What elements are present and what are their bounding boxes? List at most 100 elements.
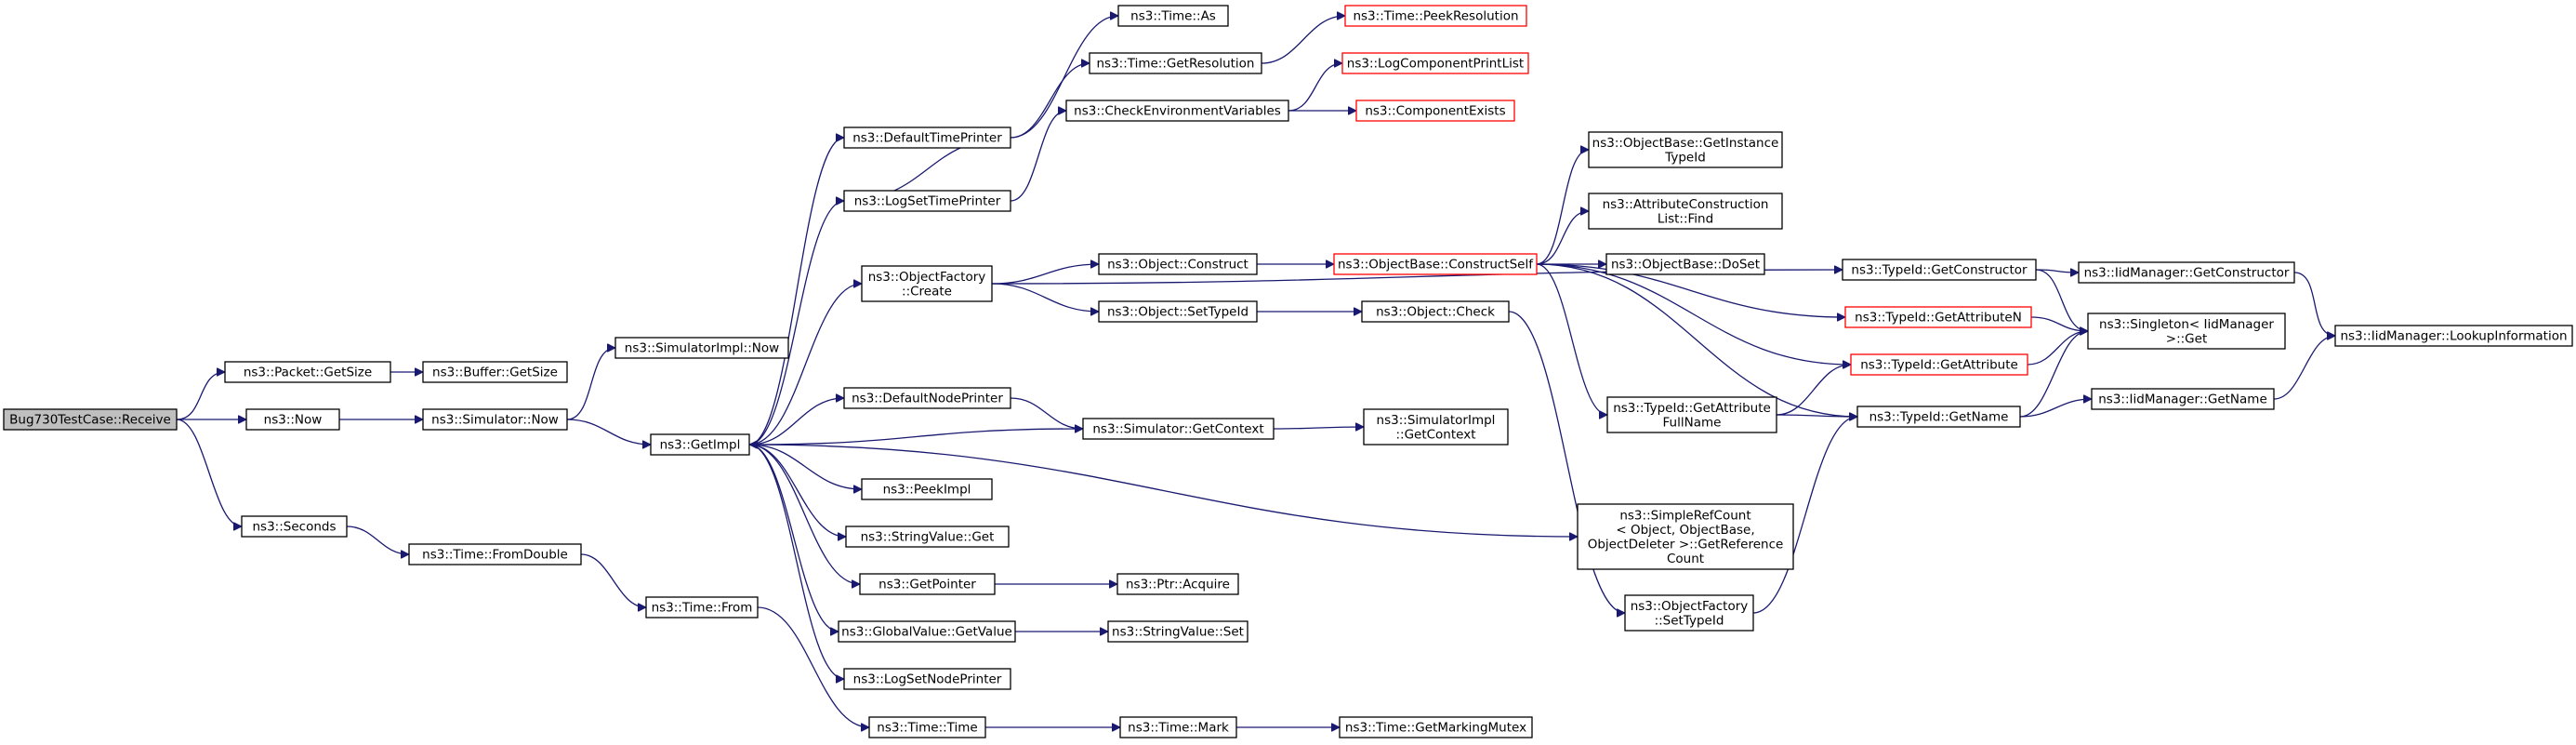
node-ns3-logcomponentprintlist[interactable]: ns3::LogComponentPrintList [1341, 52, 1529, 74]
node-box [845, 525, 1010, 548]
edge-n46-n49 [2019, 399, 2092, 418]
node-ns3-iidmanager-lookupinformation[interactable]: ns3::IidManager::LookupInformation [2334, 325, 2573, 347]
node-ns3-simplerefcount-object-objectbase-objectdeleter-getreferencecount[interactable]: ns3::SimpleRefCount< Object, ObjectBase,… [1577, 503, 1794, 570]
node-ns3-getimpl[interactable]: ns3::GetImpl [650, 433, 750, 456]
edge-n13-n25 [991, 283, 1099, 312]
node-box [1361, 300, 1510, 323]
node-ns3-simulatorimpl-getcontext[interactable]: ns3::SimulatorImpl::GetContext [1363, 408, 1509, 446]
edge-n7-n18 [748, 444, 839, 632]
node-ns3-componentexists[interactable]: ns3::ComponentExists [1355, 100, 1515, 122]
node-ns3-singleton-iidmanager-get[interactable]: ns3::Singleton< IidManager >::Get [2087, 313, 2286, 350]
node-ns3-objectbase-constructself[interactable]: ns3::ObjectBase::ConstructSelf [1333, 253, 1538, 275]
node-label: ns3::AttributeConstruction [1603, 197, 1769, 212]
node-ns3-simulator-now[interactable]: ns3::Simulator::Now [422, 408, 568, 431]
node-label: ns3::SimulatorImpl::Now [625, 341, 779, 356]
node-ns3-time-getmarkingmutex[interactable]: ns3::Time::GetMarkingMutex [1339, 716, 1533, 738]
node-ns3-getpointer[interactable]: ns3::GetPointer [859, 573, 996, 595]
node-label: ns3::ObjectFactory [868, 270, 986, 285]
node-label: ns3::GlobalValue::GetValue [841, 625, 1012, 640]
node-layer: Bug730TestCase::Receive ns3::Packet::GetS… [3, 5, 2573, 738]
node-ns3-typeid-getattribute[interactable]: ns3::TypeId::GetAttribute [1850, 353, 2028, 376]
node-ns3-iidmanager-getname[interactable]: ns3::IidManager::GetName [2091, 388, 2275, 410]
node-ns3-time-from[interactable]: ns3::Time::From [645, 596, 759, 619]
node-ns3-object-construct[interactable]: ns3::Object::Construct [1098, 253, 1258, 275]
node-label: ns3::IidManager::GetName [2098, 392, 2267, 407]
node-ns3-objectbase-doset[interactable]: ns3::ObjectBase::DoSet [1605, 253, 1765, 275]
node-box [1098, 253, 1258, 275]
node-ns3-checkenvironmentvariables[interactable]: ns3::CheckEnvironmentVariables [1065, 100, 1289, 122]
node-label: ns3::TypeId::GetConstructor [1851, 263, 2028, 278]
node-ns3-time-time[interactable]: ns3::Time::Time [868, 716, 986, 738]
edge-n13-n24 [991, 264, 1099, 285]
node-label: ns3::DefaultTimePrinter [852, 131, 1002, 146]
node-label: ns3::ObjectFactory [1631, 599, 1749, 614]
node-ns3-typeid-getconstructor[interactable]: ns3::TypeId::GetConstructor [1842, 259, 2037, 281]
node-ns3-stringvalue-get[interactable]: ns3::StringValue::Get [845, 525, 1010, 548]
node-ns3-now[interactable]: ns3::Now [245, 408, 340, 431]
node-label: ns3::TypeId::GetName [1869, 410, 2009, 425]
node-box [1082, 418, 1275, 440]
node-ns3-time-as[interactable]: ns3::Time::As [1117, 5, 1229, 27]
node-ns3-time-peekresolution[interactable]: ns3::Time::PeekResolution [1344, 5, 1527, 27]
edge-n42-n46 [1752, 417, 1857, 614]
node-box [2087, 313, 2286, 350]
node-ns3-defaultnodeprinter[interactable]: ns3::DefaultNodePrinter [843, 387, 1011, 409]
edge-n26-n35 [1273, 427, 1364, 429]
edge-n26-n7 [749, 428, 1084, 445]
node-label: ns3::TypeId::GetAttribute [1860, 358, 2018, 373]
node-ns3-seconds[interactable]: ns3::Seconds [241, 515, 348, 538]
node-box [868, 716, 986, 738]
node-ns3-globalvalue-getvalue[interactable]: ns3::GlobalValue::GetValue [838, 620, 1016, 643]
node-ns3-buffer-getsize[interactable]: ns3::Buffer::GetSize [422, 361, 568, 383]
node-ns3-typeid-getname[interactable]: ns3::TypeId::GetName [1856, 406, 2021, 428]
node-label: ObjectDeleter >::GetReference [1588, 537, 1784, 552]
node-ns3-object-settypeid[interactable]: ns3::Object::SetTypeId [1098, 300, 1258, 323]
node-ns3-defaulttimeprinter[interactable]: ns3::DefaultTimePrinter [843, 126, 1011, 149]
node-ns3-logsettimeprinter[interactable]: ns3::LogSetTimePrinter [843, 190, 1011, 212]
edge-n7-n16 [748, 444, 846, 537]
edge-n23-n31 [1288, 63, 1343, 112]
node-label: ns3::ObjectBase::ConstructSelf [1338, 258, 1534, 273]
node-box [1606, 396, 1777, 433]
node-box [645, 596, 759, 619]
edge-n47-n50 [2293, 272, 2336, 336]
node-ns3-time-getresolution[interactable]: ns3::Time::GetResolution [1089, 52, 1262, 74]
node-box [1116, 573, 1239, 595]
node-box [2334, 325, 2573, 347]
node-ns3-objectfactory-settypeid[interactable]: ns3::ObjectFactory::SetTypeId [1624, 594, 1754, 632]
node-label: ns3::TypeId::GetAttribute [1613, 401, 1771, 416]
edge-n1-n8 [176, 419, 243, 526]
node-box [859, 573, 996, 595]
node-ns3-simulatorimpl-now[interactable]: ns3::SimulatorImpl::Now [614, 337, 789, 359]
node-ns3-iidmanager-getconstructor[interactable]: ns3::IidManager::GetConstructor [2078, 261, 2295, 284]
node-box [1605, 253, 1765, 275]
edge-n12-n23 [1010, 111, 1067, 202]
edge-n49-n50 [2273, 336, 2336, 400]
node-ns3-logsetnodeprinter[interactable]: ns3::LogSetNodePrinter [843, 668, 1011, 690]
node-ns3-peekimpl[interactable]: ns3::PeekImpl [861, 478, 993, 500]
node-ns3-time-fromdouble[interactable]: ns3::Time::FromDouble [408, 543, 582, 565]
node-bug730testcase-receive[interactable]: Bug730TestCase::Receive [3, 408, 178, 431]
node-ns3-ptr-acquire[interactable]: ns3::Ptr::Acquire [1116, 573, 1239, 595]
node-ns3-packet-getsize[interactable]: ns3::Packet::GetSize [224, 361, 391, 383]
node-label: ns3::Object::SetTypeId [1107, 305, 1248, 320]
node-box [245, 408, 340, 431]
node-label: ns3::Singleton< IidManager [2099, 317, 2274, 332]
node-box [1065, 100, 1289, 122]
node-ns3-time-mark[interactable]: ns3::Time::Mark [1119, 716, 1237, 738]
node-label: ::GetContext [1395, 427, 1475, 442]
node-label: ns3::Time::From [652, 601, 753, 616]
node-label: ns3::TypeId::GetAttributeN [1855, 311, 2022, 326]
node-label: ns3::Seconds [253, 520, 337, 535]
node-ns3-typeid-getattributen[interactable]: ns3::TypeId::GetAttributeN [1844, 306, 2032, 328]
node-box [1119, 716, 1237, 738]
node-ns3-object-check[interactable]: ns3::Object::Check [1361, 300, 1510, 323]
node-ns3-objectfactory-create[interactable]: ns3::ObjectFactory::Create [861, 265, 993, 302]
node-label: ns3::GetImpl [660, 438, 741, 453]
node-ns3-stringvalue-set[interactable]: ns3::StringValue::Set [1107, 620, 1248, 643]
node-ns3-simulator-getcontext[interactable]: ns3::Simulator::GetContext [1082, 418, 1275, 440]
edge-n45-n48 [2027, 331, 2088, 366]
